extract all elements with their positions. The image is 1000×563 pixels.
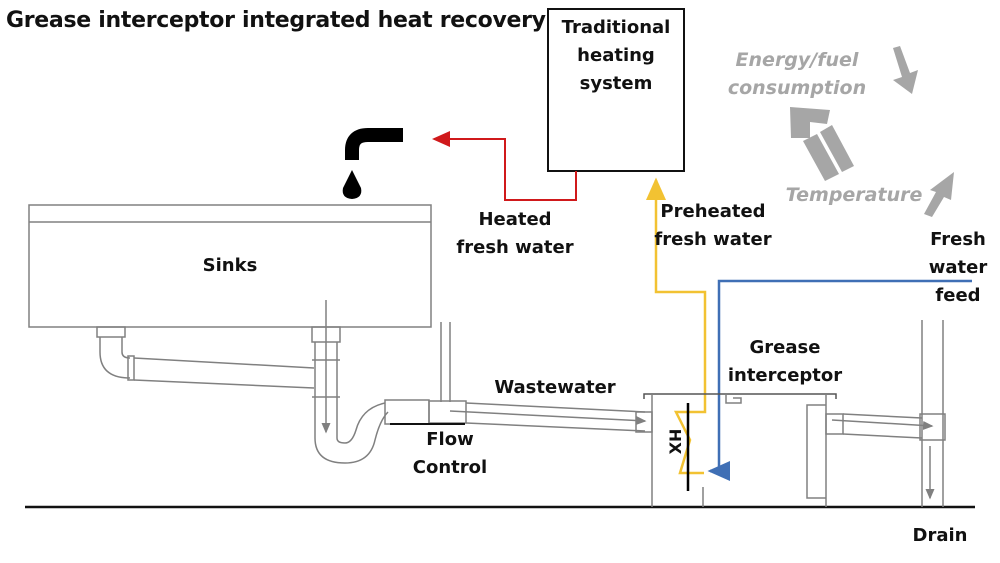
- grease-interceptor-label: Grease interceptor: [727, 337, 843, 386]
- grease-interceptor: [635, 320, 946, 507]
- temperature-label: Temperature: [785, 184, 923, 206]
- preheated-fresh-water-label: Preheated fresh water: [654, 201, 772, 250]
- heating-system-label: Traditional heating system: [561, 17, 671, 94]
- implies-arrow-icon: [790, 107, 854, 181]
- wastewater-flow-arrow: [449, 410, 647, 426]
- arrow-down-icon: [893, 46, 918, 94]
- fresh-water-feed-label: Fresh water feed: [928, 229, 988, 306]
- heated-water-line: [432, 131, 577, 201]
- fresh-water-feed-line: [707, 279, 972, 481]
- interceptor-outflow-arrow: [831, 419, 934, 430]
- heating-system-box: [547, 8, 685, 172]
- sinks-label: Sinks: [202, 255, 258, 276]
- flow-control-label: Flow Control: [412, 429, 488, 478]
- wastewater-label: Wastewater: [494, 377, 616, 398]
- arrow-up-icon: [924, 172, 954, 217]
- water-droplet-icon: [342, 170, 362, 199]
- preheated-water-line: [646, 177, 707, 475]
- heat-exchanger-label: HX: [665, 428, 685, 455]
- energy-fuel-consumption-label: Energy/fuel consumption: [727, 49, 867, 99]
- heated-fresh-water-label: Heated fresh water: [456, 209, 574, 258]
- drain-label: Drain: [912, 525, 968, 546]
- faucet-icon: [345, 128, 403, 160]
- diagram-title: Grease interceptor integrated heat recov…: [6, 8, 546, 33]
